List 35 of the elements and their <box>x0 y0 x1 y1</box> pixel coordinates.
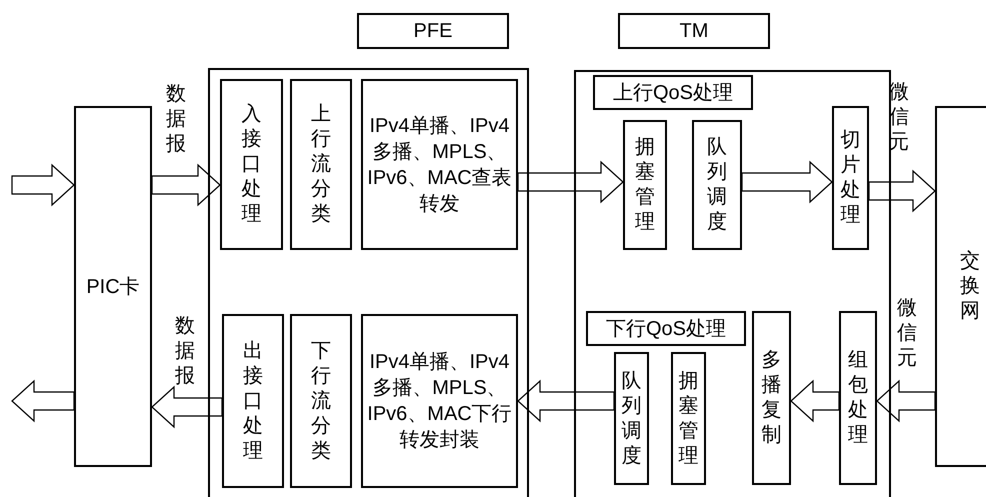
process-box: 拥塞管理 <box>623 120 667 250</box>
block-arrow <box>151 386 223 428</box>
block-arrow <box>151 164 221 206</box>
edge-label: 数据报 <box>175 314 196 389</box>
heading-box: PFE <box>357 13 509 49</box>
process-box: 拥塞管理 <box>671 352 706 485</box>
process-box: 队列调度 <box>692 120 742 250</box>
module-frame <box>208 68 529 497</box>
process-box: 出接口处理 <box>222 314 284 488</box>
edge-label: 微信元 <box>889 80 910 155</box>
block-arrow <box>11 380 75 422</box>
edge-label: 微信元 <box>897 296 918 371</box>
block-arrow <box>868 170 936 212</box>
process-box: 多播复制 <box>752 311 791 485</box>
process-box: 队列调度 <box>614 352 649 485</box>
process-box: 下行流分类 <box>290 314 352 488</box>
process-box: 入接口处理 <box>220 79 283 250</box>
process-box: IPv4单播、IPv4多播、MPLS、IPv6、MAC查表转发 <box>361 79 518 250</box>
process-box: 组包处理 <box>839 311 877 485</box>
group-header-box: 下行QoS处理 <box>586 311 746 346</box>
block-arrow <box>876 380 936 422</box>
process-box: 切片处理 <box>832 106 869 250</box>
group-header-box: 上行QoS处理 <box>593 75 753 110</box>
card-box: PIC卡 <box>74 106 152 467</box>
block-arrow <box>517 380 615 422</box>
block-arrow <box>741 160 833 204</box>
process-box: IPv4单播、IPv4多播、MPLS、IPv6、MAC下行转发封装 <box>361 314 518 488</box>
block-arrow <box>517 160 624 204</box>
block-arrow <box>790 380 840 422</box>
edge-label: 数据报 <box>166 82 187 157</box>
module-frame <box>574 70 891 497</box>
process-box: 上行流分类 <box>290 79 352 250</box>
heading-box: TM <box>618 13 770 49</box>
network-box: 交换网 <box>935 106 986 467</box>
block-arrow <box>11 164 75 206</box>
